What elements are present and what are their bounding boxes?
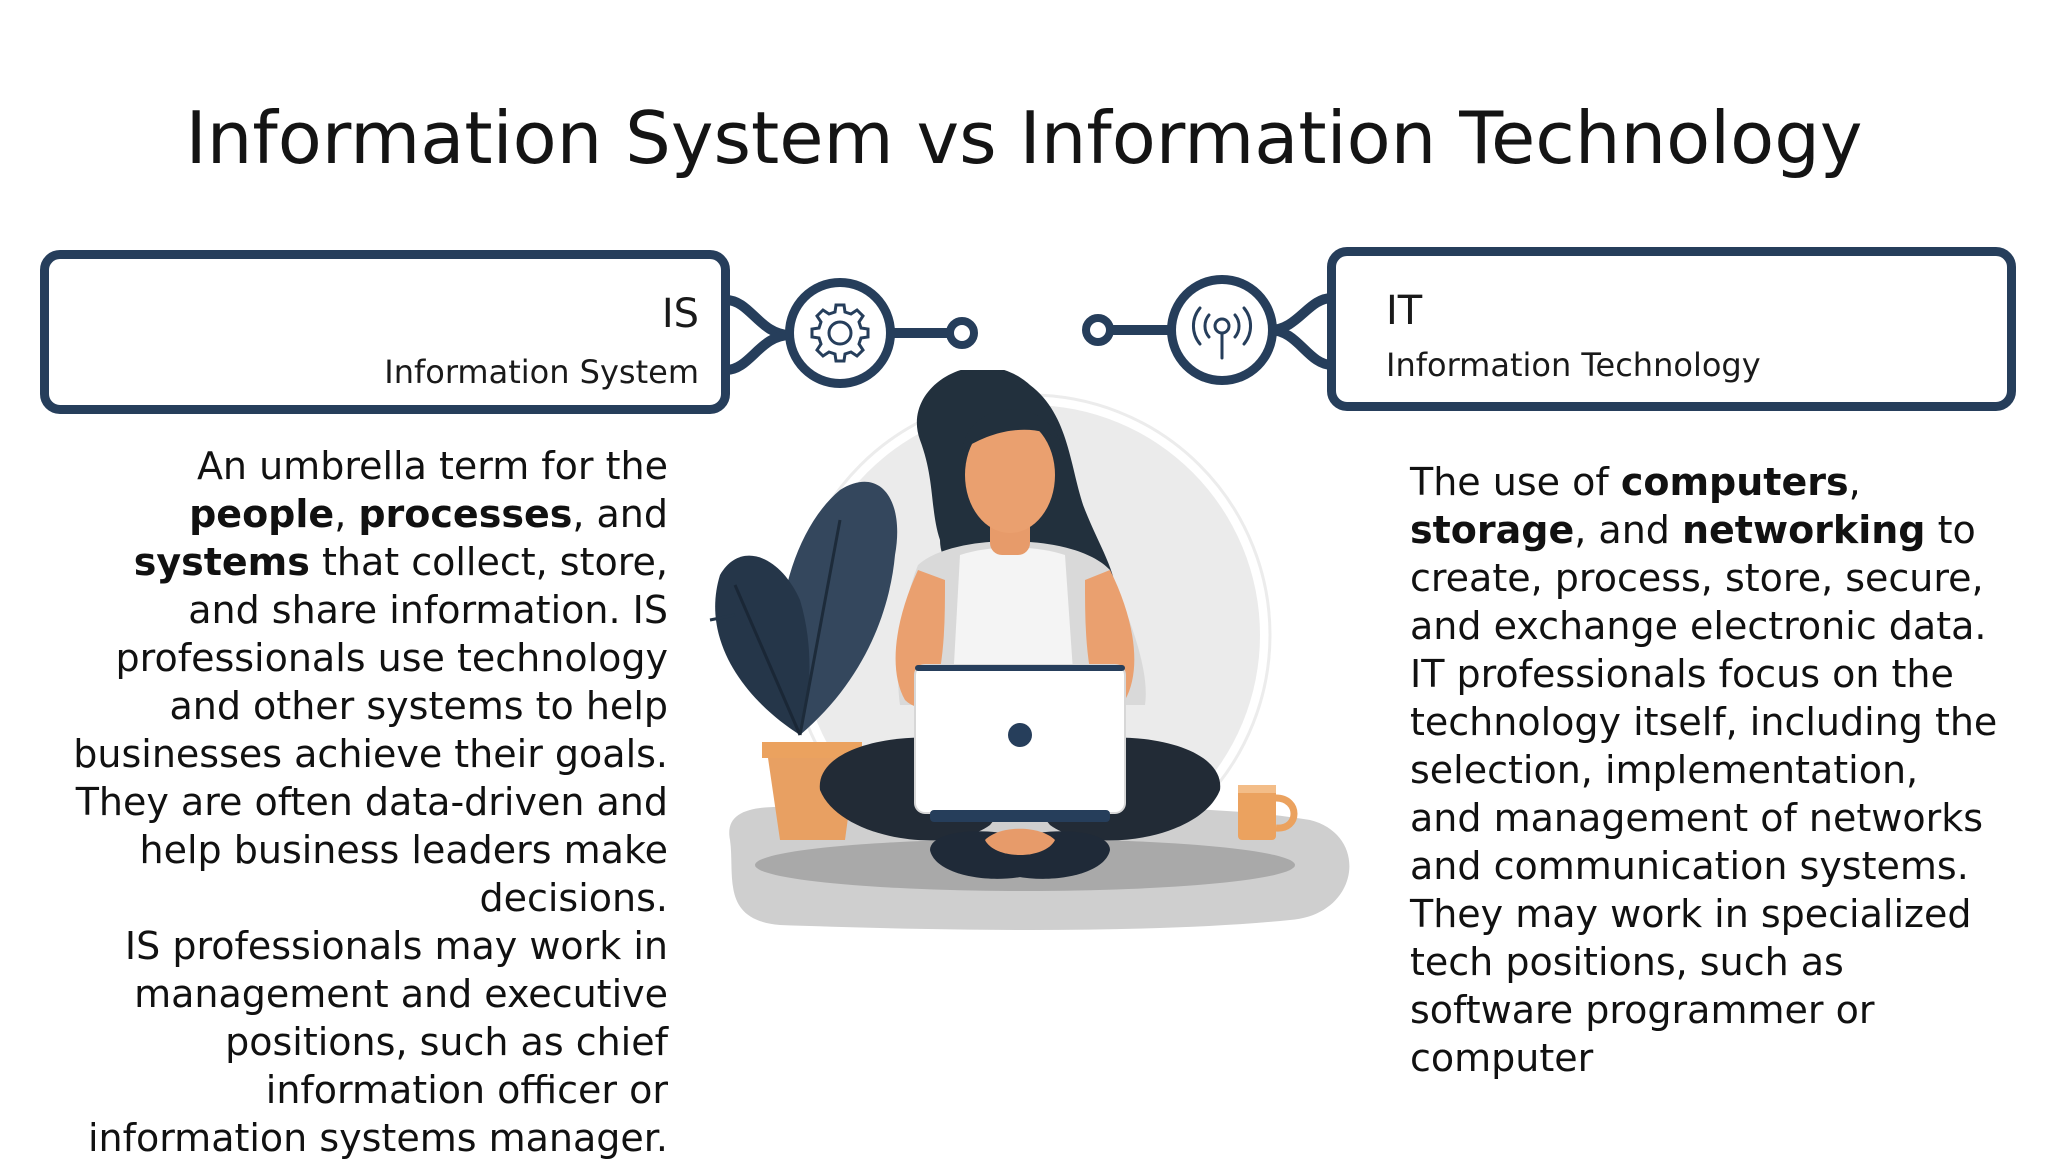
connector-graphics [725,275,1333,388]
coffee-mug [1238,785,1298,840]
left-end-node [946,317,978,349]
it-paragraph-1: The use of computers, storage, and netwo… [1410,460,1987,648]
face [965,417,1055,533]
hands [985,828,1055,855]
it-label-box: IT Information Technology [1327,247,2016,411]
it-abbreviation: IT [1386,288,1423,334]
laptop [914,664,1126,822]
right-end-node [1082,314,1114,346]
it-description: The use of computers, storage, and netwo… [1410,458,2000,1082]
is-paragraph-3: IS professionals may work in management … [87,924,668,1160]
it-paragraph-2: IT professionals focus on the technology… [1410,652,1998,1080]
is-abbreviation: IS [661,291,699,337]
woman-with-laptop-illustration [709,370,1350,930]
page-title: Information System vs Information Techno… [185,96,1863,180]
it-full-name: Information Technology [1386,346,1761,384]
is-paragraph-1: An umbrella term for the people, process… [73,444,668,776]
is-paragraph-2: They are often data-driven and help busi… [75,780,668,920]
is-description: An umbrella term for the people, process… [60,442,668,1162]
laptop-logo-icon [1008,723,1032,747]
is-label-box: IS Information System [40,250,730,414]
plant [709,481,898,736]
gear-icon [810,303,870,363]
is-full-name: Information System [384,353,699,391]
broadcast-antenna-icon [1192,306,1252,360]
left-arm [895,570,965,710]
right-connector-curve [1269,293,1333,335]
